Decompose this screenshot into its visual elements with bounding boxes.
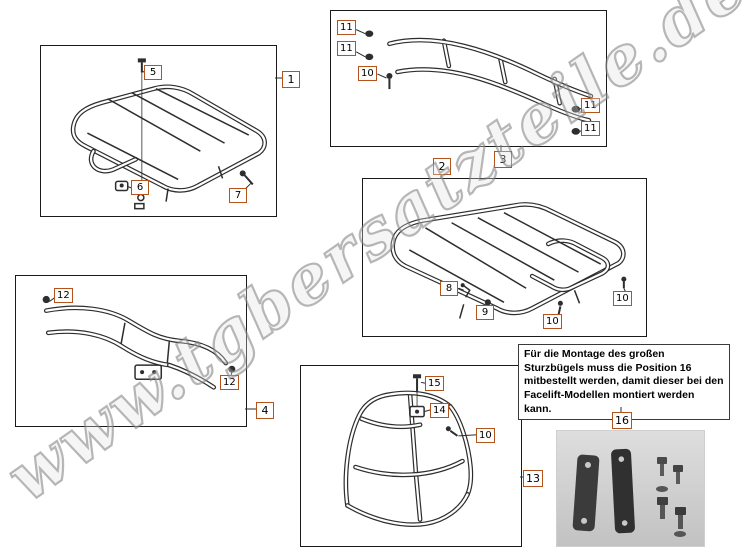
rack-large-drawing — [363, 179, 627, 319]
callout-14: 14 — [430, 403, 449, 418]
front-bumper-drawing — [42, 295, 236, 426]
mounting-note: Für die Montage des großen Sturzbügels m… — [518, 344, 730, 421]
part-label-2: 2 — [433, 158, 451, 175]
mount-kit-image — [556, 430, 705, 547]
callout-10: 10 — [358, 66, 377, 81]
callout-11: 11 — [337, 20, 356, 35]
callout-10: 10 — [543, 314, 562, 329]
crash-bar-figure: 15 14 10 — [300, 365, 522, 547]
part-label-1: 1 — [282, 71, 300, 88]
part-label-4: 4 — [256, 402, 274, 419]
mount-plate-icon — [611, 448, 635, 534]
callout-8: 8 — [440, 281, 458, 296]
bolt-icon — [413, 374, 422, 407]
crash-bar-drawing — [301, 374, 478, 546]
callout-10: 10 — [613, 291, 632, 306]
callout-15: 15 — [425, 376, 444, 391]
screw-icon — [239, 170, 254, 186]
part-label-16: 16 — [612, 412, 632, 429]
callout-12: 12 — [220, 375, 239, 390]
part-label-3: 3 — [494, 151, 512, 168]
screw-icon — [445, 426, 459, 437]
rack-large-figure: 8 9 10 10 — [362, 178, 647, 337]
callout-12: 12 — [54, 288, 73, 303]
front-bumper-figure: 12 12 — [15, 275, 247, 427]
bolt-icon — [386, 72, 393, 90]
end-cap-icon — [571, 105, 581, 135]
callout-9: 9 — [476, 305, 494, 320]
callout-11: 11 — [581, 121, 600, 136]
callout-6: 6 — [131, 180, 149, 195]
callout-11: 11 — [337, 41, 356, 56]
bolt-set-icon — [656, 457, 686, 537]
bracket-icon — [134, 364, 163, 381]
callout-7: 7 — [229, 188, 247, 203]
callout-10: 10 — [476, 428, 495, 443]
rack-small-figure: 5 6 7 — [40, 45, 277, 217]
mount-kit-drawing — [572, 448, 686, 537]
rear-bar-figure: 11 11 10 11 11 — [330, 10, 607, 147]
grommet-icon — [365, 30, 374, 61]
bracket-icon — [409, 405, 425, 418]
mount-plate-icon — [572, 454, 600, 532]
end-cap-icon — [42, 295, 236, 373]
part-label-13: 13 — [523, 470, 543, 487]
callout-11: 11 — [581, 98, 600, 113]
callout-5: 5 — [144, 65, 162, 80]
